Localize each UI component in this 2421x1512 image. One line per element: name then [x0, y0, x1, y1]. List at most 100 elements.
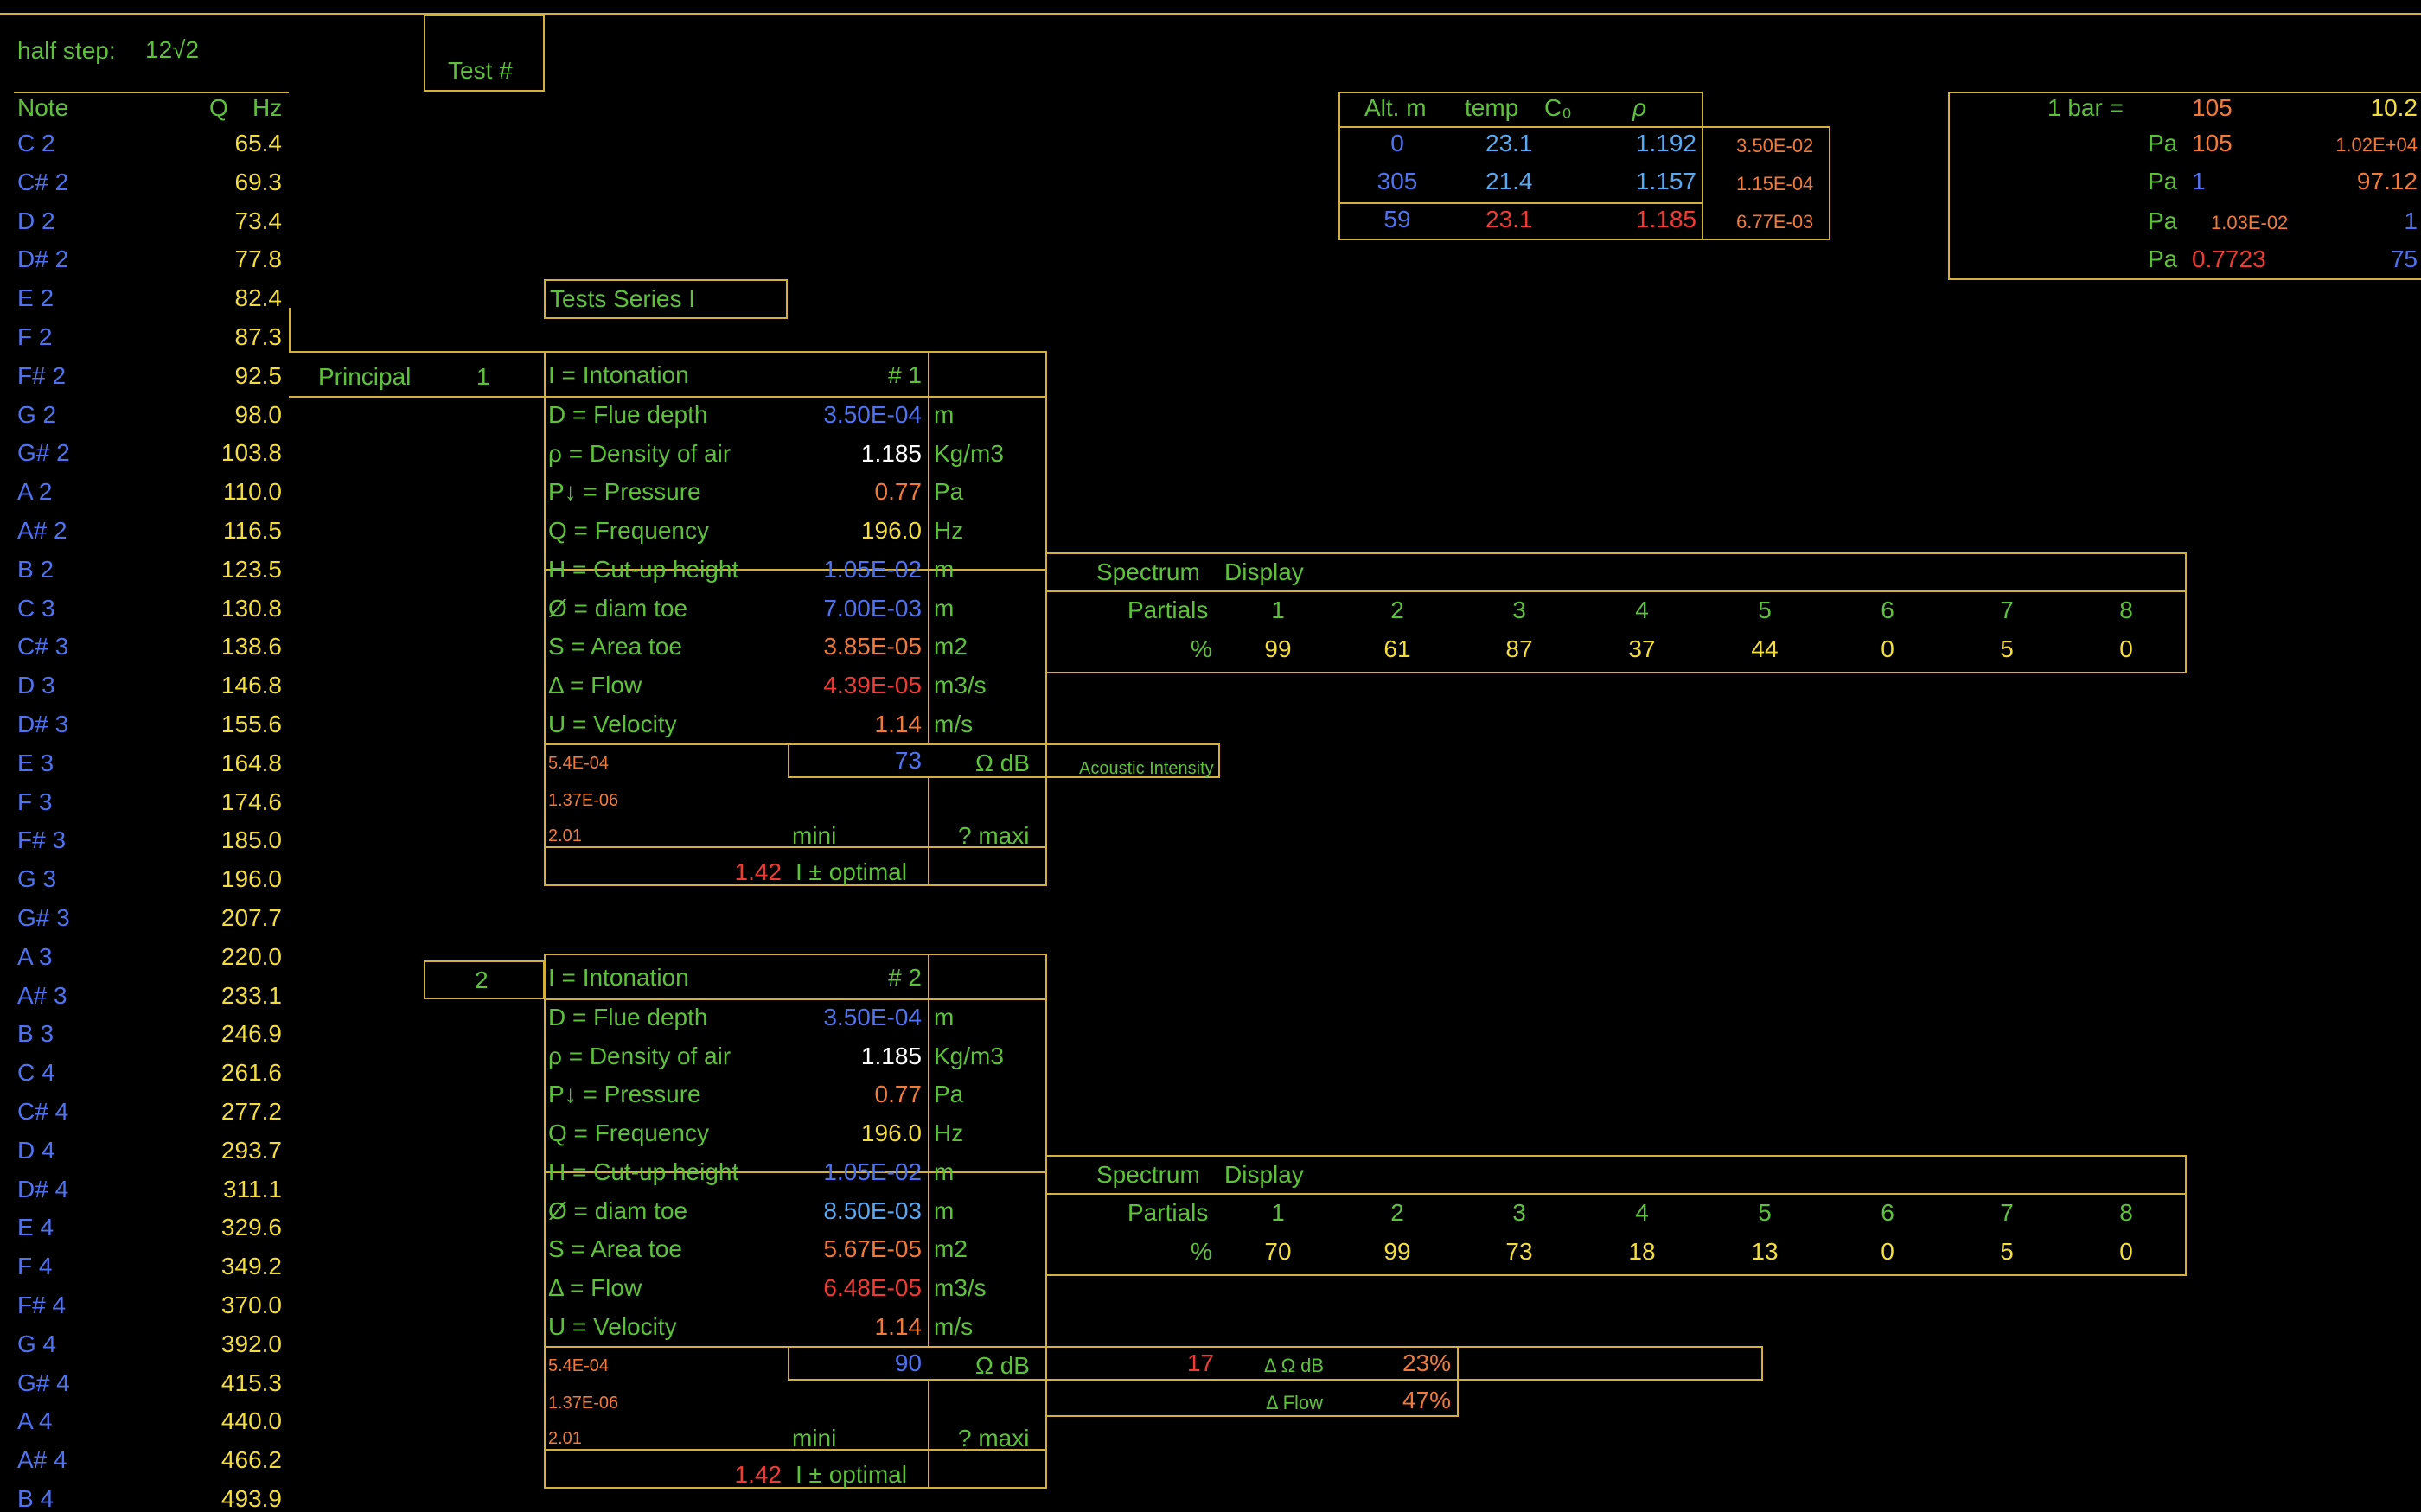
- optimal-line: [544, 1449, 1047, 1451]
- param-label: S = Area toe: [548, 1235, 682, 1262]
- spectrum-display: Display: [1224, 558, 1304, 585]
- param-label: Δ = Flow: [548, 672, 642, 699]
- note-frequency: 207.7: [220, 904, 282, 931]
- note-name: A 2: [17, 478, 53, 505]
- calc-value-2: 1.37E-06: [548, 791, 619, 810]
- note-frequency: 415.3: [220, 1369, 282, 1396]
- partial-percent: 37: [1628, 635, 1656, 662]
- partial-number: 5: [1758, 1199, 1772, 1226]
- delta-db-label: Δ Ω dB: [1264, 1355, 1325, 1376]
- note-name: A# 3: [17, 982, 67, 1009]
- db-value: 90: [894, 1349, 922, 1376]
- partial-percent: 5: [2000, 1238, 2014, 1265]
- partial-percent: 13: [1751, 1238, 1779, 1265]
- note-frequency: 92.5: [234, 362, 283, 389]
- delta-db-pct: 23%: [1402, 1349, 1451, 1376]
- partial-percent: 70: [1264, 1238, 1292, 1265]
- partial-number: 7: [2000, 597, 2014, 623]
- partial-number: 1: [1271, 1199, 1285, 1226]
- mini-label: mini: [792, 822, 837, 849]
- partial-number: 8: [2119, 1199, 2133, 1226]
- note-name: F 3: [17, 788, 53, 815]
- principal-bottom-line: [289, 396, 545, 398]
- stop-name: Principal: [318, 363, 412, 390]
- test-number-box[interactable]: [424, 14, 545, 92]
- param-unit: m/s: [934, 1313, 974, 1340]
- spectrum-header-line: [1045, 590, 2187, 592]
- param-unit: m: [934, 556, 955, 583]
- param-value: 196.0: [860, 517, 922, 544]
- partial-percent: 99: [1264, 635, 1292, 662]
- note-name: D 2: [17, 207, 55, 234]
- calc-value-1: 5.4E-04: [548, 1356, 610, 1375]
- note-name: E 3: [17, 750, 54, 776]
- air-alt: 59: [1383, 206, 1411, 233]
- param-value: 1.14: [874, 1313, 923, 1340]
- partial-number: 6: [1881, 1199, 1894, 1226]
- pressure-value: 105: [2192, 130, 2233, 156]
- spectrum-header-line: [1045, 1193, 2187, 1195]
- partial-number: 3: [1512, 1199, 1526, 1226]
- note-frequency: 440.0: [220, 1407, 282, 1434]
- note-frequency: 87.3: [234, 323, 283, 350]
- note-frequency: 98.0: [234, 401, 283, 428]
- note-name: D 4: [17, 1137, 55, 1164]
- db-box: [788, 743, 1220, 778]
- delta-right-line: [1457, 1346, 1459, 1417]
- note-name: F# 4: [17, 1292, 67, 1318]
- delta-bottom-line: [1045, 1415, 1459, 1417]
- note-name: F 2: [17, 323, 53, 350]
- note-name: A 3: [17, 943, 53, 970]
- pressure-unit: Pa: [2148, 168, 2178, 195]
- test-unit-divider: [928, 954, 929, 1348]
- param-label: S = Area toe: [548, 633, 682, 660]
- air-row3-line: [1338, 202, 1703, 204]
- maxi-label: ? maxi: [958, 1425, 1030, 1451]
- note-name: B 2: [17, 556, 54, 583]
- delta-db-value: 17: [1186, 1349, 1214, 1376]
- param-value: 8.50E-03: [823, 1197, 922, 1224]
- spectrum-display: Display: [1224, 1161, 1304, 1188]
- test-number: # 2: [888, 964, 922, 991]
- note-frequency: 69.3: [234, 169, 283, 195]
- note-frequency: 233.1: [220, 982, 282, 1009]
- notes-header-top-line: [14, 92, 289, 93]
- note-name: B 3: [17, 1020, 54, 1047]
- param-label: Q = Frequency: [548, 517, 709, 544]
- air-alt: 0: [1390, 130, 1404, 156]
- note-name: C 3: [17, 595, 55, 622]
- note-frequency: 311.1: [223, 1176, 282, 1203]
- pressure-value: 1.03E-02: [2211, 212, 2289, 233]
- note-name: F 4: [17, 1253, 53, 1279]
- partial-percent: 0: [2119, 635, 2133, 662]
- percent-label: %: [1191, 1238, 1212, 1265]
- half-step-value: 12√2: [145, 36, 200, 63]
- optimal-value: 1.42: [734, 1461, 783, 1488]
- series-title: Tests Series I: [550, 285, 696, 312]
- note-name: G 2: [17, 401, 57, 428]
- partial-percent: 5: [2000, 635, 2014, 662]
- bar-label: 1 bar =: [2047, 94, 2124, 121]
- note-frequency: 349.2: [220, 1253, 282, 1279]
- note-frequency: 116.5: [223, 517, 282, 544]
- note-frequency: 370.0: [220, 1292, 282, 1318]
- note-frequency: 185.0: [220, 826, 282, 853]
- air-col-rho: ρ: [1632, 94, 1647, 121]
- note-name: D 3: [17, 672, 55, 699]
- param-unit: m2: [934, 633, 968, 660]
- note-frequency: 174.6: [220, 788, 282, 815]
- param-value: 1.185: [860, 440, 922, 467]
- param-label: D = Flue depth: [548, 1004, 708, 1030]
- partial-number: 6: [1881, 597, 1894, 623]
- param-unit: m3/s: [934, 1274, 987, 1301]
- param-value: 5.67E-05: [823, 1235, 922, 1262]
- air-rho: 1.185: [1635, 206, 1696, 233]
- half-step-label: half step:: [17, 37, 116, 64]
- partial-number: 2: [1390, 1199, 1404, 1226]
- spectrum-box: [1045, 552, 2187, 673]
- note-name: A# 2: [17, 517, 67, 544]
- bar-value: 105: [2192, 94, 2233, 121]
- partial-percent: 61: [1383, 635, 1411, 662]
- param-unit: m: [934, 595, 955, 622]
- db-value: 73: [894, 747, 922, 774]
